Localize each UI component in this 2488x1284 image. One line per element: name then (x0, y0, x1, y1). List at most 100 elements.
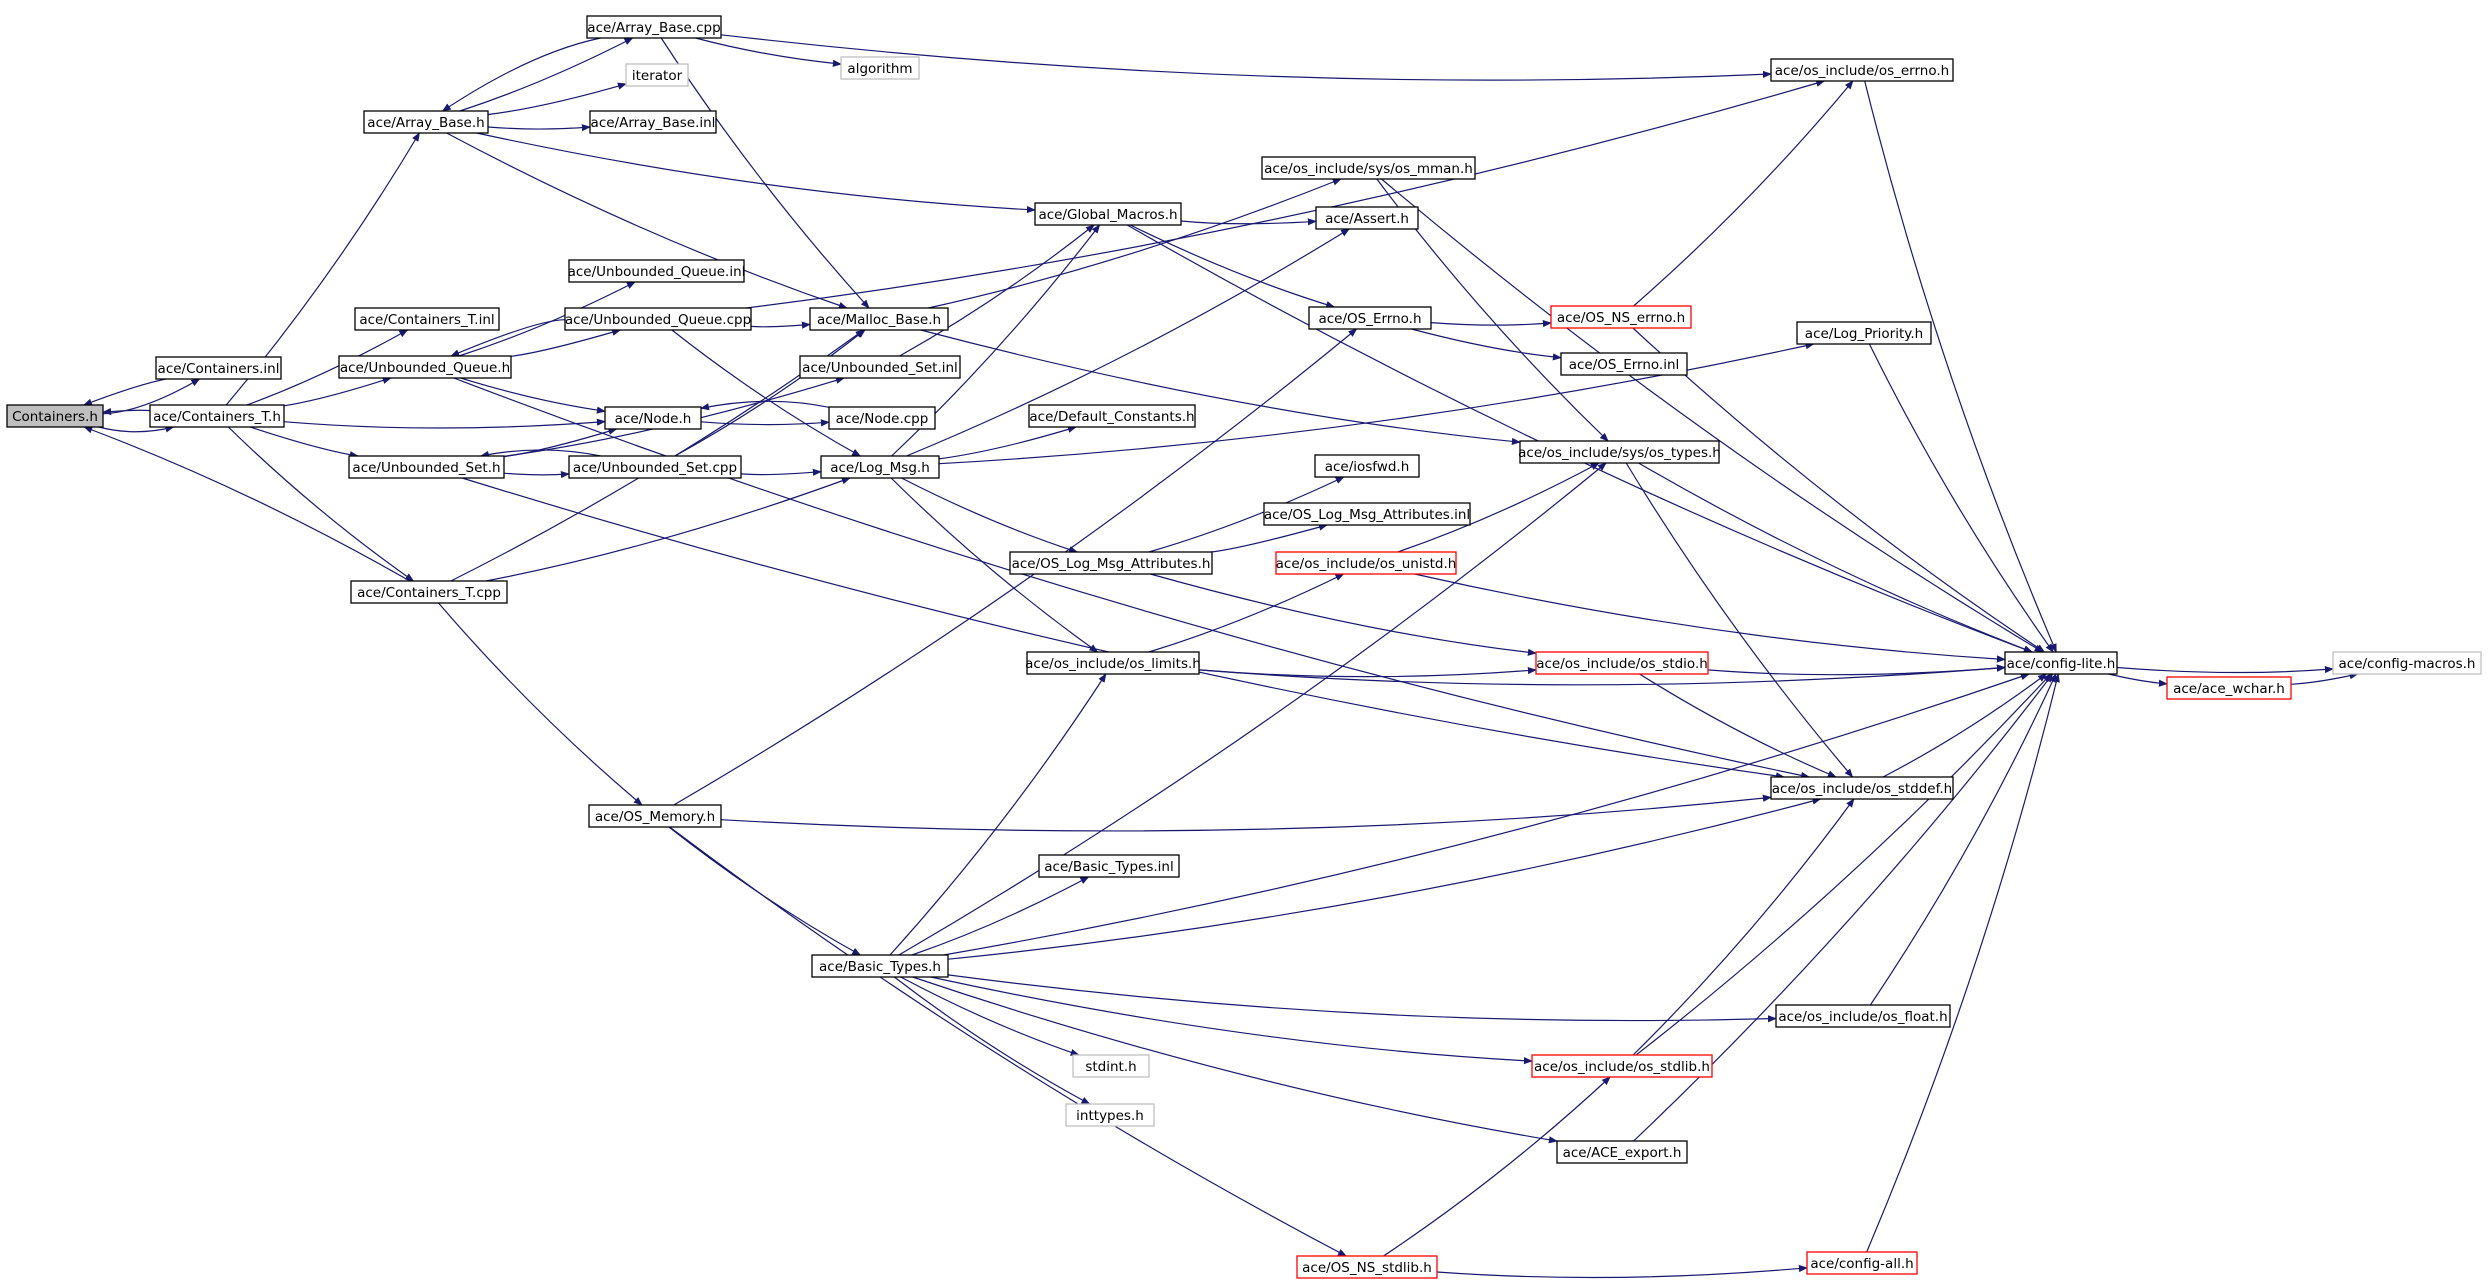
node-log-priority-h[interactable]: ace/Log_Priority.h (1796, 321, 1932, 345)
node-unbounded-set-cpp[interactable]: ace/Unbounded_Set.cpp (568, 455, 742, 479)
node-basic-types-inl[interactable]: ace/Basic_Types.inl (1038, 854, 1180, 878)
node-unbounded-queue-h[interactable]: ace/Unbounded_Queue.h (338, 355, 512, 379)
node-default-constants-h[interactable]: ace/Default_Constants.h (1028, 404, 1196, 428)
node-label: ace/Array_Base.inl (591, 115, 716, 131)
node-label: ace/Malloc_Base.h (817, 312, 941, 328)
node-unbounded-set-h[interactable]: ace/Unbounded_Set.h (348, 455, 505, 479)
node-os-errno-h[interactable]: ace/os_include/os_errno.h (1770, 58, 1954, 82)
node-os-memory-h[interactable]: ace/OS_Memory.h (588, 804, 722, 828)
node-box (1261, 156, 1476, 180)
edge-array_base_h-to-iterator (487, 82, 627, 116)
edge-config_all_h-to-config_lite_h (1866, 673, 2060, 1253)
node-stdint-h[interactable]: stdint.h (1072, 1054, 1150, 1078)
node-os-errno-inl[interactable]: ace/OS_Errno.inl (1560, 352, 1688, 376)
node-config-macros-h[interactable]: ace/config-macros.h (2332, 651, 2482, 675)
edge-array_base_h-to-global_macros_h (476, 132, 1036, 214)
node-label: ace/OS_NS_errno.h (1557, 310, 1685, 326)
node-box (2332, 651, 2482, 675)
node-assert-h[interactable]: ace/Assert.h (1315, 206, 1419, 230)
node-label: ace/Global_Macros.h (1038, 207, 1177, 223)
edge-containers_t_cpp-to-os_memory_h (438, 602, 643, 806)
node-box (564, 307, 752, 331)
node-box (1009, 551, 1213, 575)
node-ace-wchar-h[interactable]: ace/ace_wchar.h (2166, 676, 2292, 700)
node-label: ace/Array_Base.h (367, 115, 484, 131)
node-global-macros-h[interactable]: ace/Global_Macros.h (1034, 202, 1182, 226)
node-label: ace/Containers.inl (158, 361, 280, 377)
node-array-base-cpp[interactable]: ace/Array_Base.cpp (586, 15, 722, 39)
edge-log_msg_attr_h-to-log_msg_attr_inl (1211, 523, 1328, 553)
node-label: ace/os_include/os_errno.h (1775, 63, 1949, 79)
edge-os_stdlib_h-to-config_lite_h (1635, 673, 2052, 1056)
node-containers-t-cpp[interactable]: ace/Containers_T.cpp (350, 580, 508, 604)
node-label: Containers.h (12, 409, 98, 425)
edge-log_msg_h-to-log_msg_attr_h (901, 477, 1078, 553)
edge-os_types_h-to-os_stddef_h (1625, 462, 1854, 778)
edge-os_memory_h-to-os_ns_stdlib_h (669, 826, 1347, 1257)
edge-os_ns_stdlib_h-to-config_all_h (1436, 1264, 1808, 1279)
node-malloc-base-h[interactable]: ace/Malloc_Base.h (809, 307, 949, 331)
node-os-stdio-h[interactable]: ace/os_include/os_stdio.h (1535, 651, 1709, 675)
edge-basic_types_h-to-stdint_h (900, 976, 1080, 1056)
node-os-unistd-h[interactable]: ace/os_include/os_unistd.h (1275, 551, 1457, 575)
node-os-stddef-h[interactable]: ace/os_include/os_stddef.h (1770, 776, 1954, 800)
node-box (363, 110, 489, 134)
node-os-errno-h2[interactable]: ace/OS_Errno.h (1308, 306, 1432, 330)
node-unbounded-queue-cpp[interactable]: ace/Unbounded_Queue.cpp (564, 307, 752, 331)
edge-os_stdio_h-to-config_lite_h (1707, 664, 2006, 676)
node-box (1531, 1054, 1713, 1078)
node-label: ace/os_include/sys/os_mman.h (1264, 161, 1473, 177)
file-nodes: Containers.h ace/Containers.inl ace/Contai… (6, 15, 2482, 1279)
edge-os_float_h-to-config_lite_h (1869, 673, 2057, 1006)
node-label: ace/OS_Errno.inl (1569, 357, 1680, 373)
node-box (604, 406, 702, 430)
node-ace-export-h[interactable]: ace/ACE_export.h (1556, 1140, 1688, 1164)
node-containers-t-h[interactable]: ace/Containers_T.h (149, 404, 285, 428)
node-log-msg-h[interactable]: ace/Log_Msg.h (820, 455, 940, 479)
edge-containers_t_cpp-to-containers_h (83, 426, 411, 582)
node-label: ace/Unbounded_Set.cpp (573, 460, 737, 476)
node-inttypes-h[interactable]: inttypes.h (1065, 1103, 1155, 1127)
node-label: ace/Basic_Types.inl (1044, 859, 1173, 875)
edge-unbounded_set_cpp-to-malloc_base_h (674, 329, 866, 457)
node-os-float-h[interactable]: ace/os_include/os_float.h (1775, 1004, 1951, 1028)
edge-array_base_cpp-to-os_errno_h (720, 34, 1772, 81)
node-config-lite-h[interactable]: ace/config-lite.h (2004, 651, 2118, 675)
node-os-ns-errno-h[interactable]: ace/OS_NS_errno.h (1550, 305, 1692, 329)
node-log-msg-attr-inl[interactable]: ace/OS_Log_Msg_Attributes.inl (1263, 502, 1471, 526)
node-label: ace/OS_Log_Msg_Attributes.inl (1264, 507, 1470, 523)
node-containers-inl[interactable]: ace/Containers.inl (155, 356, 282, 380)
node-os-limits-h[interactable]: ace/os_include/os_limits.h (1025, 651, 1201, 675)
node-node-h[interactable]: ace/Node.h (604, 406, 702, 430)
node-box (348, 455, 505, 479)
node-os-ns-stdlib-h[interactable]: ace/OS_NS_stdlib.h (1296, 1255, 1438, 1279)
edge-containers_inl-to-containers_h (82, 378, 166, 406)
edge-ace_wchar_h-to-config_macros_h (2290, 672, 2359, 685)
edge-containers_h-to-containers_t_h (98, 425, 175, 433)
node-array-base-inl[interactable]: ace/Array_Base.inl (589, 110, 717, 134)
edge-containers_t_h-to-node_h (283, 418, 606, 429)
node-node-cpp[interactable]: ace/Node.cpp (828, 406, 936, 430)
edge-os_unistd_h-to-config_lite_h (1414, 573, 2006, 663)
node-config-all-h[interactable]: ace/config-all.h (1806, 1251, 1918, 1275)
node-basic-types-h[interactable]: ace/Basic_Types.h (811, 954, 949, 978)
node-iterator[interactable]: iterator (625, 63, 689, 87)
edge-basic_types_h-to-basic_types_inl (911, 876, 1090, 956)
node-unbounded-set-inl[interactable]: ace/Unbounded_Set.inl (799, 355, 961, 379)
node-containers-t-inl[interactable]: ace/Containers_T.inl (354, 307, 500, 331)
node-log-msg-attr-h[interactable]: ace/OS_Log_Msg_Attributes.h (1009, 551, 1213, 575)
edge-ace_export_h-to-config_lite_h (1633, 673, 2054, 1142)
edge-log_priority_h-to-config_lite_h (1868, 343, 2054, 653)
edge-os_stdio_h-to-os_stddef_h (1639, 673, 1837, 778)
node-label: ace/Unbounded_Set.inl (802, 360, 958, 376)
edge-containers_t_h-to-containers_h (102, 407, 151, 416)
node-iosfwd-h[interactable]: ace/iosfwd.h (1314, 454, 1420, 478)
node-os-stdlib-h[interactable]: ace/os_include/os_stdlib.h (1531, 1054, 1713, 1078)
node-algorithm[interactable]: algorithm (840, 56, 920, 80)
node-os-types-h[interactable]: ace/os_include/sys/os_types.h (1518, 440, 1721, 464)
node-array-base-h[interactable]: ace/Array_Base.h (363, 110, 489, 134)
node-unbounded-queue-inl[interactable]: ace/Unbounded_Queue.inl (568, 259, 746, 283)
node-box (1308, 306, 1432, 330)
node-os-mman-h[interactable]: ace/os_include/sys/os_mman.h (1261, 156, 1476, 180)
